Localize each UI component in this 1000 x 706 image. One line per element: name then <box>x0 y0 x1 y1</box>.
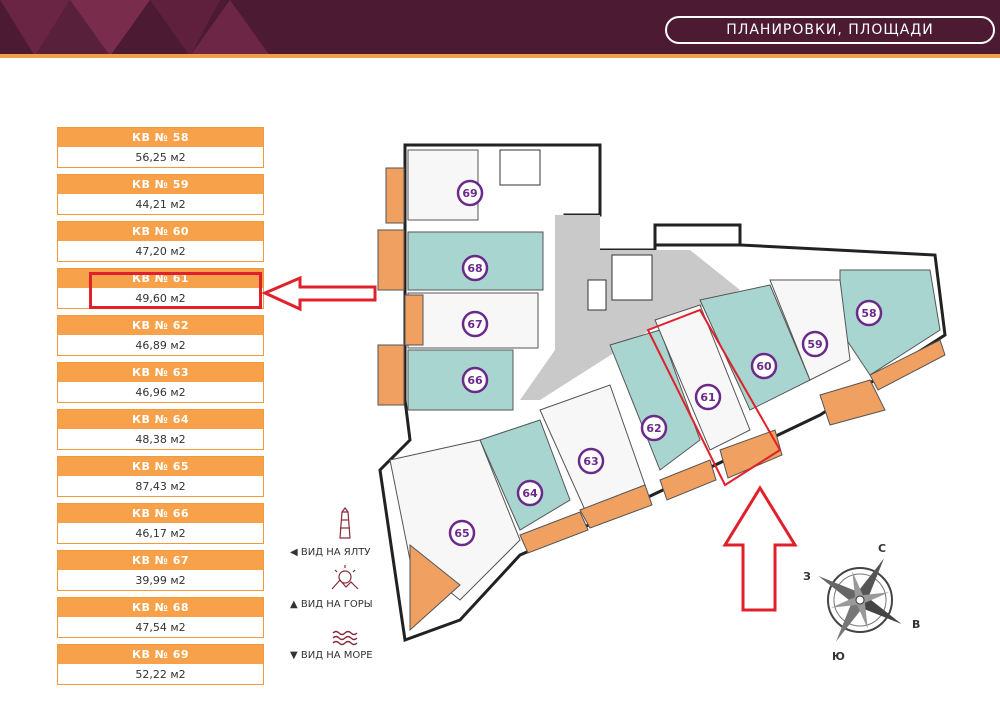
highlight-arrow-up <box>722 485 798 612</box>
apartment-badge-circle <box>461 366 489 394</box>
apartment-area: 48,38 м2 <box>58 429 263 449</box>
apartment-badge-label: 69 <box>462 187 477 200</box>
apartment-area: 39,99 м2 <box>58 570 263 590</box>
apartment-number: КВ № 67 <box>58 551 263 570</box>
apartment-number: КВ № 59 <box>58 175 263 194</box>
sun-mountains-icon <box>331 565 359 590</box>
compass-west: З <box>803 570 811 583</box>
legend-mountains-label: ▲ ВИД НА ГОРЫ <box>290 599 373 610</box>
apartment-badge-circle <box>801 330 829 358</box>
apartment-badge-circle <box>461 310 489 338</box>
apartment-number: КВ № 68 <box>58 598 263 617</box>
apartment-badge-label: 67 <box>467 318 482 331</box>
apartment-badge-label: 66 <box>467 374 483 387</box>
apartment-badge-label: 65 <box>454 527 469 540</box>
apartment-area: 46,17 м2 <box>58 523 263 543</box>
apartment-number: КВ № 63 <box>58 363 263 382</box>
apartment-area: 52,22 м2 <box>58 664 263 684</box>
apartment-number: КВ № 69 <box>58 645 263 664</box>
apartment-badge-circle <box>750 352 778 380</box>
legend-yalta-label: ◀ ВИД НА ЯЛТУ <box>290 547 371 558</box>
apartment-badge-circle <box>577 447 605 475</box>
apartment-badge-label: 63 <box>583 455 598 468</box>
legend-sea-label: ▼ ВИД НА МОРЕ <box>290 650 373 661</box>
page-title: ПЛАНИРОВКИ, ПЛОЩАДИ <box>665 16 995 44</box>
apartment-badge-label: 59 <box>807 338 822 351</box>
apartment-area: 46,89 м2 <box>58 335 263 355</box>
lighthouse-icon <box>339 507 351 539</box>
header-accent-bar <box>0 54 1000 58</box>
header-banner: ПЛАНИРОВКИ, ПЛОЩАДИ <box>0 0 1000 56</box>
apartment-area: 49,60 м2 <box>58 288 263 308</box>
highlight-arrow-left <box>261 275 377 312</box>
apartment-number: КВ № 64 <box>58 410 263 429</box>
compass-south: Ю <box>832 650 845 663</box>
apartment-badge-circle <box>855 299 883 327</box>
apartment-badge-label: 61 <box>700 391 715 404</box>
apartment-area: 87,43 м2 <box>58 476 263 496</box>
apartment-number: КВ № 58 <box>58 128 263 147</box>
apartment-badge-circle <box>456 179 484 207</box>
waves-icon <box>332 630 358 646</box>
apartment-badge-circle <box>448 519 476 547</box>
apartment-number: КВ № 65 <box>58 457 263 476</box>
apartment-area: 56,25 м2 <box>58 147 263 167</box>
apartment-badge-label: 60 <box>756 360 772 373</box>
compass-east: В <box>912 618 921 631</box>
apartment-badge-circle <box>516 479 544 507</box>
apartment-area: 44,21 м2 <box>58 194 263 214</box>
apartment-badges: 69 68 67 66 65 64 63 62 61 60 59 58 <box>448 179 883 547</box>
highlight-box-apt-61 <box>89 272 262 309</box>
compass-rose-icon <box>818 558 902 642</box>
apartment-badge-label: 62 <box>646 422 661 435</box>
apartment-badge-circle <box>694 383 722 411</box>
legend-sea: ▼ ВИД НА МОРЕ <box>290 650 373 661</box>
apartment-badge-circle <box>640 414 668 442</box>
apartment-badge-label: 58 <box>861 307 876 320</box>
apartment-number: КВ № 66 <box>58 504 263 523</box>
header-decoration <box>0 0 270 56</box>
apartment-number: КВ № 60 <box>58 222 263 241</box>
compass-north: С <box>878 542 887 555</box>
highlight-outline-apt-61 <box>646 308 782 487</box>
apartment-area: 46,96 м2 <box>58 382 263 402</box>
apartment-area: 47,54 м2 <box>58 617 263 637</box>
legend-yalta: ◀ ВИД НА ЯЛТУ <box>290 547 370 558</box>
apartment-area: 47,20 м2 <box>58 241 263 261</box>
apartment-badge-label: 64 <box>522 487 538 500</box>
legend-mountains: ▲ ВИД НА ГОРЫ <box>290 599 373 610</box>
apartment-badge-circle <box>461 254 489 282</box>
apartment-badge-label: 68 <box>467 262 482 275</box>
apartment-number: КВ № 62 <box>58 316 263 335</box>
